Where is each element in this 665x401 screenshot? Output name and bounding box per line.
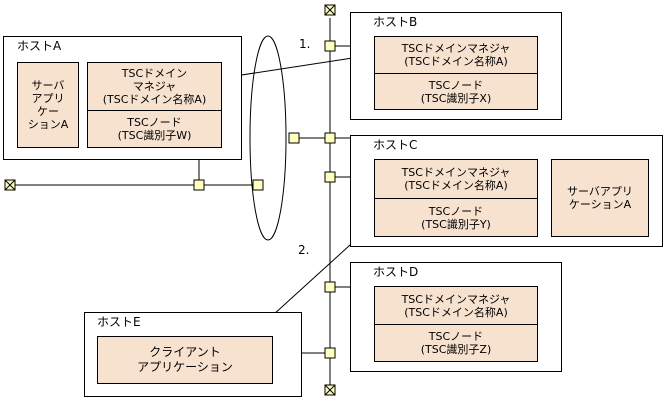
host-e-title: ホストE — [97, 315, 141, 329]
host-c-server-app-line1: サーバアプリ — [567, 185, 633, 198]
node-c2 — [324, 171, 336, 183]
host-b-manager-line1: TSCドメインマネジャ — [401, 42, 511, 55]
host-a-server-app-line4: ションA — [27, 118, 69, 131]
host-c-node-line2: (TSC識別子Y) — [421, 217, 491, 231]
host-b-title: ホストB — [373, 15, 418, 29]
host-c-manager-line1: TSCドメインマネジャ — [401, 166, 511, 179]
terminator-left — [4, 179, 16, 191]
node-b — [324, 40, 336, 52]
host-c-server-app: サーバアプリ ケーションA — [551, 159, 649, 237]
host-e-client-app-line1: クライアント — [149, 345, 221, 359]
host-b-tsc-stack: TSCドメインマネジャ (TSCドメイン名称A) TSCノード (TSC識別子X… — [374, 36, 538, 110]
node-ellipse — [288, 132, 300, 144]
domain-ellipse — [249, 35, 287, 241]
host-d-node-line1: TSCノード — [428, 330, 484, 343]
node-d — [324, 281, 336, 293]
host-d-tsc-stack: TSCドメインマネジャ (TSCドメイン名称A) TSCノード (TSC識別子Z… — [374, 286, 538, 362]
host-d-manager-line2: (TSCドメイン名称A) — [404, 305, 508, 319]
host-c-node-line1: TSCノード — [428, 204, 484, 218]
host-a-server-app-line1: サーバ — [31, 79, 65, 92]
host-a-manager-line3: (TSCドメイン名称A) — [102, 93, 207, 106]
host-e-client-app: クライアント アプリケーション — [97, 336, 273, 384]
host-c-server-app-line2: ケーションA — [568, 198, 632, 211]
host-a-server-app-line3: ケー — [37, 105, 59, 118]
host-d-title: ホストD — [373, 265, 419, 279]
step-1-label: 1. — [299, 37, 311, 51]
host-b-node-line1: TSCノード — [428, 78, 484, 92]
host-a-node-line2: (TSC識別子W) — [117, 129, 192, 142]
node-bus-right — [252, 179, 264, 191]
node-e — [324, 347, 336, 359]
host-a-title: ホストA — [17, 39, 62, 53]
host-e-client-app-line2: アプリケーション — [137, 360, 233, 374]
host-a-manager-line2: マネジャ — [132, 80, 177, 93]
host-d-manager-line1: TSCドメインマネジャ — [401, 292, 511, 306]
step-2-label: 2. — [298, 243, 310, 257]
node-c1 — [324, 132, 336, 144]
host-d-node-line2: (TSC識別子Z) — [420, 343, 492, 356]
host-c-tsc-stack: TSCドメインマネジャ (TSCドメイン名称A) TSCノード (TSC識別子Y… — [374, 159, 538, 237]
host-a-server-app-line2: アプリ — [31, 92, 65, 105]
arrow-1 — [222, 55, 372, 78]
host-a-server-app: サーバ アプリ ケー ションA — [17, 62, 79, 148]
host-b-manager-line2: (TSCドメイン名称A) — [404, 55, 508, 68]
host-c-manager-line2: (TSCドメイン名称A) — [404, 179, 508, 192]
host-a-node-line1: TSCノード — [127, 116, 182, 129]
host-c-title: ホストC — [373, 138, 418, 152]
host-b-node-line2: (TSC識別子X) — [420, 91, 492, 105]
host-a-tsc-stack: TSCドメイン マネジャ (TSCドメイン名称A) TSCノード (TSC識別子… — [87, 62, 222, 148]
node-a — [193, 179, 205, 191]
terminator-bottom — [324, 384, 336, 396]
terminator-top — [324, 4, 336, 16]
host-a-manager-line1: TSCドメイン — [121, 67, 188, 80]
